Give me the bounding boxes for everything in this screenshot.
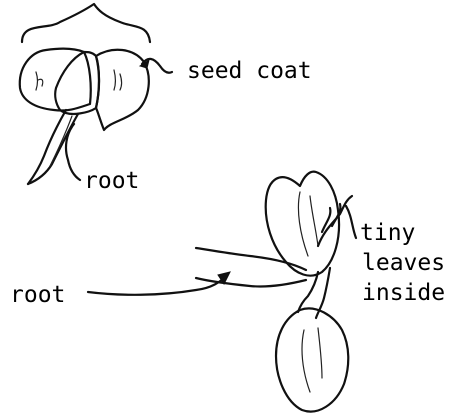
lower-leaf xyxy=(276,308,348,411)
root-top-label: root xyxy=(84,168,139,194)
seedling-neck xyxy=(298,272,318,312)
seedling-drawing xyxy=(196,172,352,412)
seed-right-mark xyxy=(114,70,122,90)
root-bottom-label: root xyxy=(10,282,65,308)
root-bottom-pointer xyxy=(88,276,226,295)
seed-coat-label: seed coat xyxy=(187,58,312,84)
tiny-leaves-label-line3: inside xyxy=(362,280,445,306)
upper-leaf-vein xyxy=(298,192,318,256)
seed-middle-piece xyxy=(55,52,99,114)
seed-root-inner xyxy=(50,116,72,166)
seed-coat-pointer xyxy=(140,59,172,73)
tiny-leaves-label-line2: leaves xyxy=(362,250,445,276)
root-top-pointer xyxy=(66,124,80,180)
seed-right-half xyxy=(96,50,149,130)
split-seed-drawing xyxy=(20,4,150,184)
tiny-leaves-pointer xyxy=(346,206,356,238)
seed-brace xyxy=(22,4,150,42)
seed-left-mark xyxy=(36,72,43,90)
lower-leaf-vein xyxy=(302,328,322,392)
tiny-leaves xyxy=(318,196,352,246)
tiny-leaves-label-line1: tiny xyxy=(360,220,415,246)
